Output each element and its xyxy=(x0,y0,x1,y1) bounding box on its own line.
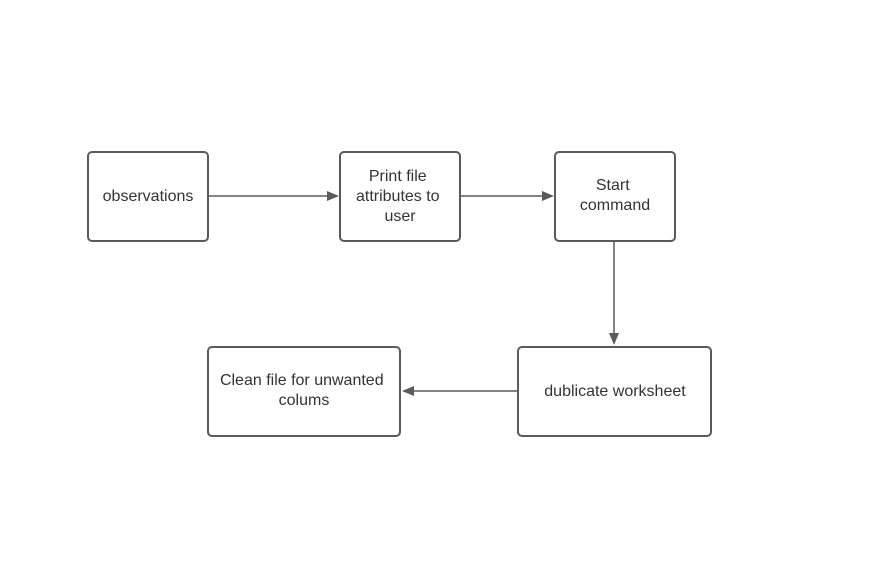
edge-start-to-duplicate xyxy=(609,242,619,345)
node-clean-file-label-line-1: Clean file for unwanted xyxy=(220,372,384,389)
node-clean-file-label-line-2: colums xyxy=(279,392,330,409)
node-duplicate-worksheet-box xyxy=(517,346,712,437)
edge-observations-to-print xyxy=(209,191,339,201)
svg-text:Print file attributes to: Print file attributes to user xyxy=(356,168,444,225)
node-print-attributes-label-line-1: Print file xyxy=(369,168,427,185)
svg-text:Clean file for unwanted: Clean file for unwanted colums xyxy=(220,372,388,409)
node-start-command[interactable]: Start command xyxy=(554,151,676,242)
node-duplicate-worksheet[interactable]: dublicate worksheet xyxy=(517,346,712,437)
node-clean-file[interactable]: Clean file for unwanted colums xyxy=(207,346,401,437)
node-start-command-box xyxy=(554,151,676,242)
edge-duplicate-to-clean xyxy=(402,386,518,396)
svg-text:Start command: Start command xyxy=(580,177,650,214)
node-observations-box xyxy=(87,151,209,242)
node-print-attributes-label-line-2: attributes to xyxy=(356,188,440,205)
node-print-attributes-label-line-3: user xyxy=(384,208,416,225)
node-observations[interactable]: observations xyxy=(87,151,209,242)
node-duplicate-worksheet-label: dublicate worksheet xyxy=(544,383,686,400)
node-print-attributes[interactable]: Print file attributes to user xyxy=(339,151,461,242)
node-observations-label: observations xyxy=(103,188,194,205)
node-start-command-label-line-2: command xyxy=(580,197,650,214)
svg-text:dublicate worksheet: dublicate worksheet xyxy=(544,383,686,400)
node-clean-file-box xyxy=(207,346,401,437)
node-start-command-label-line-1: Start xyxy=(596,177,630,194)
node-print-attributes-box xyxy=(339,151,461,242)
svg-text:observations: observations xyxy=(103,188,194,205)
edge-print-to-start xyxy=(461,191,554,201)
